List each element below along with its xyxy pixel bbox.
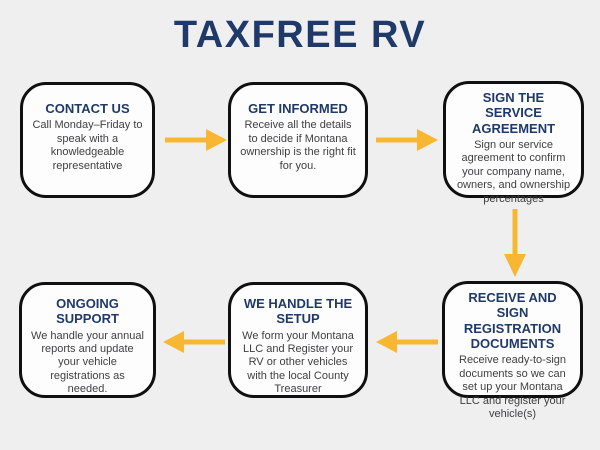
- step-heading: SIGN THE SERVICE AGREEMENT: [471, 90, 556, 136]
- step-body: Sign our service agreement to confirm yo…: [456, 138, 571, 205]
- arrow-left-icon: [376, 330, 438, 359]
- step-heading: CONTACT US: [45, 101, 130, 116]
- step-heading: WE HANDLE THE SETUP: [243, 296, 353, 327]
- step-we-handle-the-setup: WE HANDLE THE SETUP We form your Montana…: [228, 282, 368, 398]
- arrow-right-icon: [165, 128, 227, 157]
- step-ongoing-support: ONGOING SUPPORT We handle your annual re…: [19, 282, 156, 398]
- step-body: Receive ready-to-sign documents so we ca…: [459, 354, 566, 420]
- step-heading: RECEIVE AND SIGN REGISTRATION DOCUMENTS: [463, 290, 562, 351]
- step-sign-the-service-agreement: SIGN THE SERVICE AGREEMENT Sign our serv…: [443, 81, 584, 205]
- page-title: TAXFREE RV: [173, 14, 427, 56]
- step-body: We handle your annual reports and update…: [31, 329, 144, 396]
- step-body: Receive all the details to decide if Mon…: [240, 119, 356, 172]
- arrow-left-icon: [163, 330, 225, 359]
- step-body: Call Monday–Friday to speak with a knowl…: [32, 119, 143, 172]
- arrow-down-icon: [503, 209, 527, 282]
- step-heading: GET INFORMED: [248, 101, 348, 116]
- step-heading: ONGOING SUPPORT: [56, 296, 119, 327]
- step-body: We form your Montana LLC and Register yo…: [242, 329, 354, 396]
- step-get-informed: GET INFORMED Receive all the details to …: [228, 82, 368, 198]
- step-receive-and-sign-registration-documents: RECEIVE AND SIGN REGISTRATION DOCUMENTS …: [442, 281, 583, 420]
- step-contact-us: CONTACT US Call Monday–Friday to speak w…: [20, 82, 155, 198]
- arrow-right-icon: [376, 128, 438, 157]
